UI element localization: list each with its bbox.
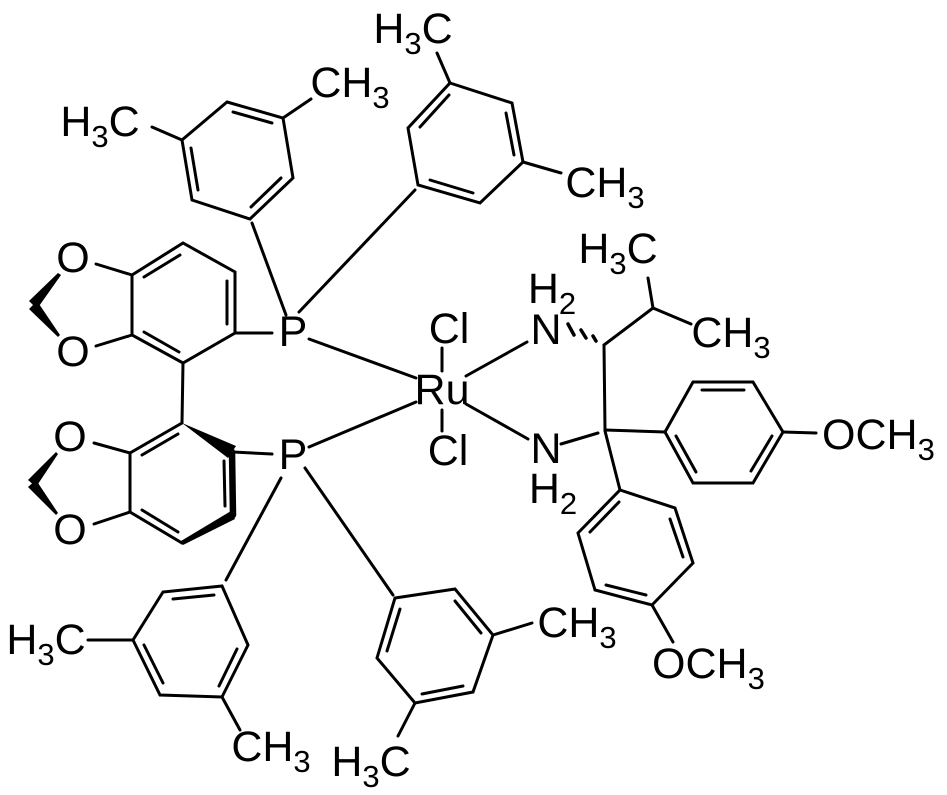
atom-label-ru: Ru <box>415 366 470 414</box>
methyl-label-h3c-top-right: H3C <box>373 5 452 61</box>
amine-bottom-h2: H2 <box>529 465 577 521</box>
methoxyphenyl-ring-lower <box>576 488 695 644</box>
stereocenter-hashed-bond <box>566 322 598 343</box>
isopropyl-label-ch3: CH3 <box>691 309 770 365</box>
upper-benzodioxole-ring <box>94 241 237 365</box>
methyl-label-h3c-bottom-left: H3C <box>6 616 85 672</box>
biaryl-axis-bond <box>180 361 185 425</box>
methoxy-label-upper: OCH3 <box>822 411 935 467</box>
xylyl-ring-bottom-left <box>86 476 283 732</box>
atom-label-cl-bottom: Cl <box>428 427 469 475</box>
methyl-label-ch3-top-right: CH3 <box>565 159 644 215</box>
methyl-label-h3c-bottom-right: H3C <box>331 738 410 794</box>
atom-label-p-bottom: P <box>279 431 308 479</box>
atom-label-p-top: P <box>279 308 308 356</box>
methoxy-label-lower: OCH3 <box>652 640 765 696</box>
methyl-label-h3c-top-left: H3C <box>60 98 139 154</box>
atom-label-o-bottom1: O <box>53 413 86 461</box>
lower-benzodioxole-ring <box>92 421 237 545</box>
atom-label-n-top: N <box>530 306 561 354</box>
phosphorus-ruthenium-bonds <box>231 331 418 456</box>
diamine-skeleton <box>559 276 693 492</box>
atom-label-o-top1: O <box>56 234 89 282</box>
xylyl-ring-top-left <box>150 97 313 317</box>
atom-label-o-top2: O <box>56 328 89 376</box>
methyl-label-ch3-top-left: CH3 <box>310 59 389 115</box>
atom-label-o-bottom2: O <box>53 506 86 554</box>
atom-label-n-bottom: N <box>530 425 561 473</box>
xylyl-ring-top-right <box>297 51 563 314</box>
methyl-label-ch3-bottom-left: CH3 <box>231 723 310 779</box>
isopropyl-label-h3c: H3C <box>578 225 657 281</box>
methyl-label-ch3-bottom-right: CH3 <box>537 599 616 655</box>
methoxyphenyl-ring-upper <box>663 380 818 485</box>
upper-methylenedioxy-wedge-bonds <box>29 273 61 337</box>
xylyl-ring-bottom-right <box>303 466 534 738</box>
atom-label-cl-top: Cl <box>429 305 470 353</box>
lower-methylenedioxy-wedge-bonds <box>28 452 58 515</box>
ruthenium-nitrogen-bonds <box>464 340 530 441</box>
amine-top-h2: H2 <box>528 265 576 321</box>
